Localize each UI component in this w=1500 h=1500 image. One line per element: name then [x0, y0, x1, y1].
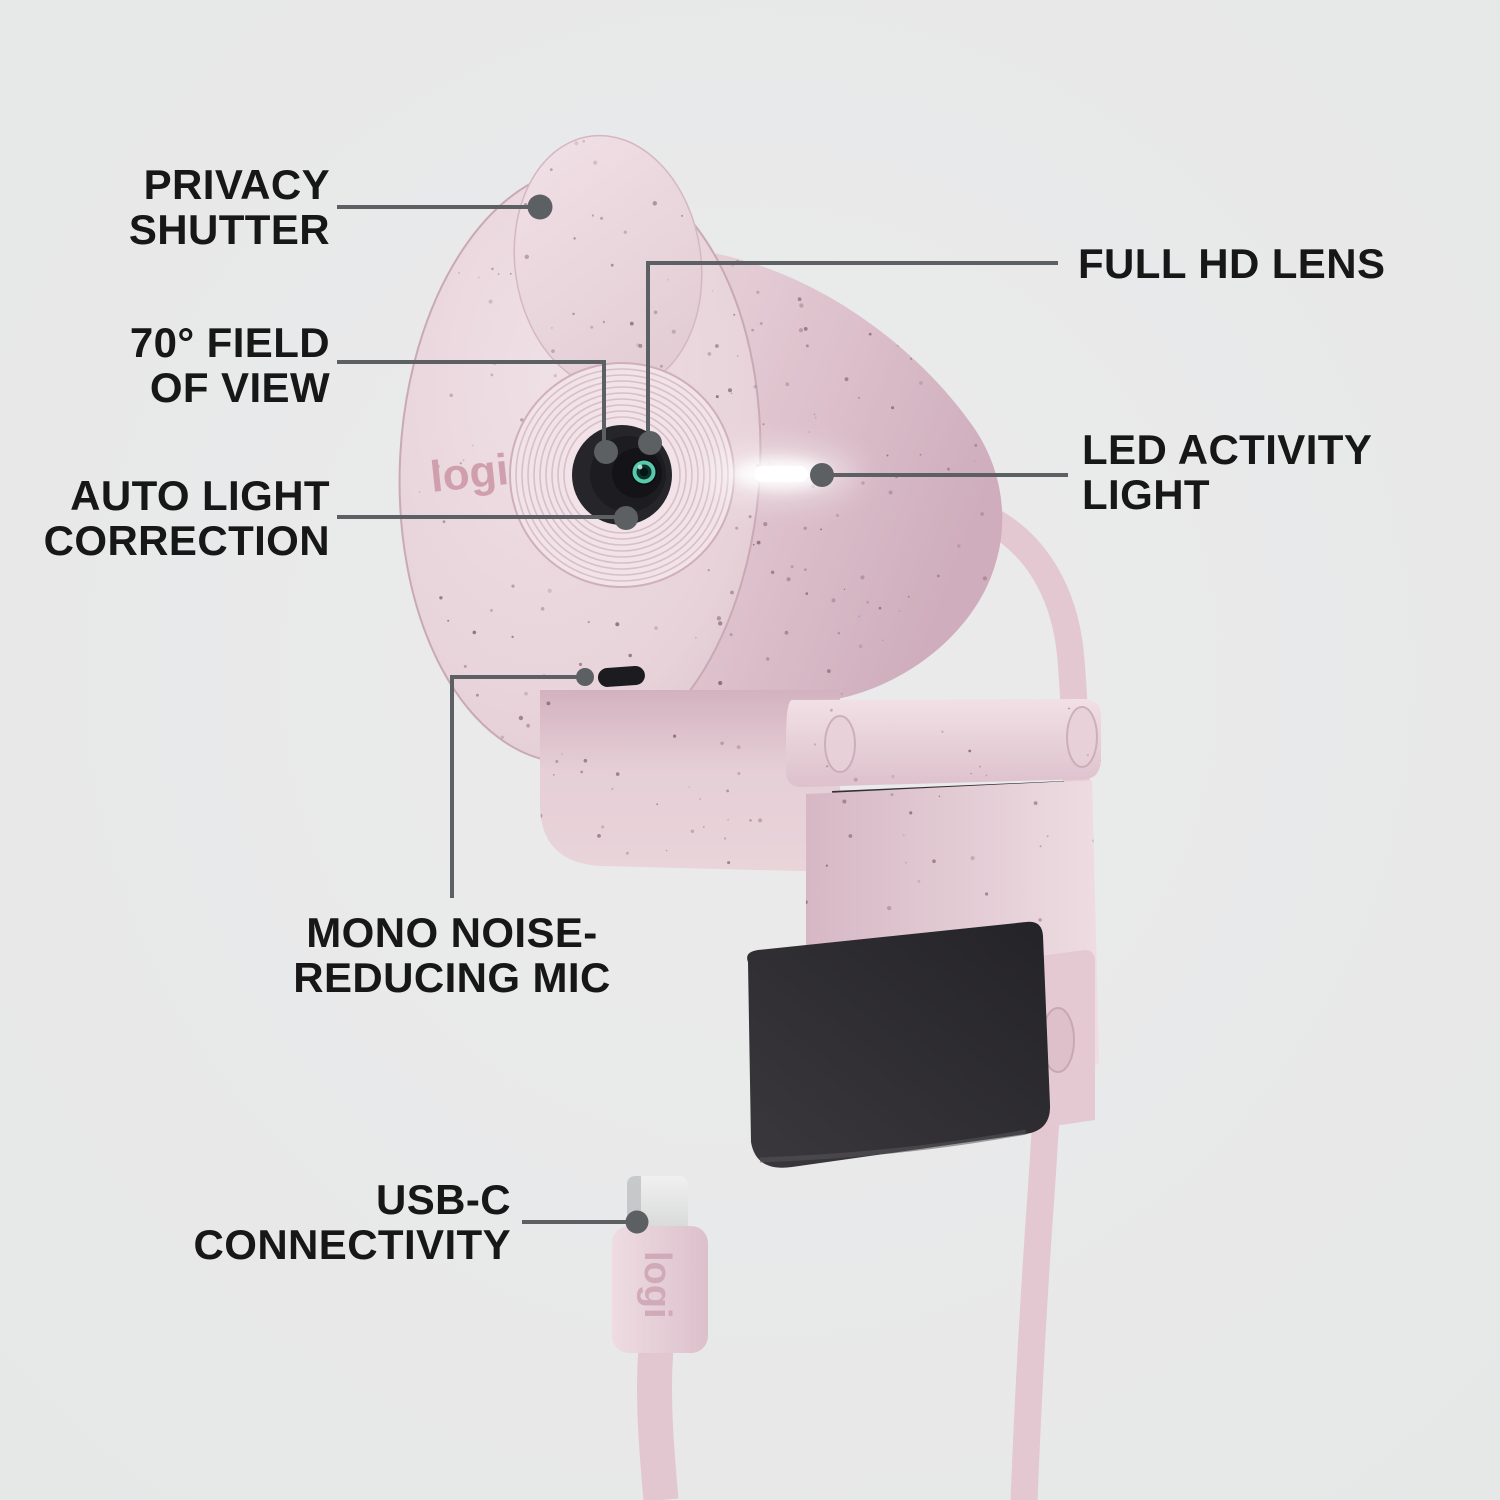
- label-line: CONNECTIVITY: [193, 1221, 511, 1268]
- logi-logo-face: logi: [428, 445, 511, 502]
- logi-logo-plug: logi: [636, 1251, 678, 1319]
- arm-hinge-right: [1066, 706, 1098, 768]
- pad-edge-highlight: [759, 1129, 1027, 1163]
- callout-dot-auto-light: [614, 506, 638, 530]
- callout-dots: [527, 194, 834, 1234]
- callout-line-mic: [450, 675, 583, 898]
- callout-lines: [337, 205, 1068, 1224]
- usb-cable-lower: [637, 1346, 679, 1500]
- led-activity-light: [703, 446, 859, 502]
- mount-bracket: [539, 690, 840, 872]
- callout-dot-usb: [625, 1210, 649, 1234]
- arm-hinge-left: [824, 715, 856, 773]
- label-auto-light-correction: AUTO LIGHT CORRECTION: [44, 473, 330, 563]
- label-line: AUTO LIGHT: [70, 472, 330, 519]
- label-line: USB-C: [376, 1176, 511, 1223]
- label-line: FULL HD LENS: [1078, 240, 1386, 287]
- label-line: SHUTTER: [128, 206, 330, 253]
- mic-hole: [597, 665, 645, 687]
- callout-dot-mic: [576, 668, 594, 686]
- webcam-head: logi: [398, 133, 1090, 1500]
- label-line: LIGHT: [1082, 471, 1210, 518]
- led-bar: [754, 466, 808, 482]
- label-full-hd-lens: FULL HD LENS: [1078, 241, 1385, 286]
- monitor-mount: [539, 690, 1101, 1168]
- label-line: REDUCING MIC: [293, 954, 611, 1001]
- label-mono-mic: MONO NOISE- REDUCING MIC: [252, 910, 652, 1000]
- label-privacy-shutter: PRIVACY SHUTTER: [129, 162, 330, 252]
- label-usb-c-connectivity: USB-C CONNECTIVITY: [194, 1177, 511, 1267]
- label-line: CORRECTION: [43, 517, 330, 564]
- callout-line-field-of-view: [337, 360, 606, 448]
- callout-dot-field-of-view: [594, 440, 618, 464]
- callout-dot-full-hd-lens: [638, 431, 662, 455]
- mount-top-arm: [786, 699, 1101, 788]
- usb-plug-body: [612, 1226, 708, 1353]
- label-line: PRIVACY: [143, 161, 330, 208]
- label-line: MONO NOISE-: [306, 909, 598, 956]
- callout-dot-led: [810, 463, 834, 487]
- callout-dot-privacy-shutter: [527, 194, 553, 220]
- label-line: OF VIEW: [149, 364, 330, 411]
- label-line: 70° FIELD: [129, 319, 330, 366]
- label-led-activity-light: LED ACTIVITY LIGHT: [1082, 427, 1372, 517]
- label-field-of-view: 70° FIELD OF VIEW: [130, 320, 330, 410]
- callout-line-full-hd-lens: [646, 261, 1058, 440]
- label-line: LED ACTIVITY: [1082, 426, 1373, 473]
- monitor-clip-pad: [747, 921, 1051, 1168]
